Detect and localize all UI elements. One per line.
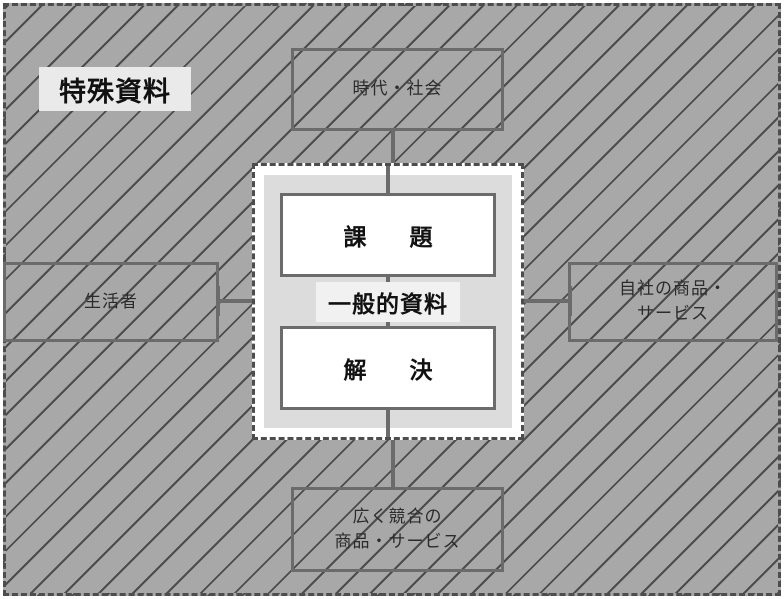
center-panel-label: 一般的資料: [316, 281, 460, 322]
node-consumer-label: 生活者: [84, 291, 138, 312]
node-solution: 解 決: [280, 326, 496, 410]
outer-region-title: 特殊資料: [39, 67, 191, 111]
node-own-products-services-label: 自社の商品・ サービス: [619, 277, 727, 326]
node-era-society-label: 時代・社会: [352, 79, 443, 100]
node-own-products-services-line2: サービス: [637, 304, 709, 324]
node-era-society: 時代・社会: [291, 48, 504, 131]
node-issue: 課 題: [280, 193, 496, 277]
node-own-products-services: 自社の商品・ サービス: [568, 262, 778, 342]
connector-left-horizontal: [216, 299, 266, 303]
connector-top-vertical: [391, 128, 395, 168]
center-general-materials-panel: 課 題 一般的資料 解 決: [252, 163, 524, 440]
center-panel-inner: 課 題 一般的資料 解 決: [264, 166, 512, 437]
connector-bottom-vertical: [391, 432, 395, 490]
node-competitor-products-services: 広く競合の 商品・サービス: [291, 487, 504, 572]
node-competitor-products-services-line2: 商品・サービス: [334, 531, 461, 552]
node-competitor-products-services-line1: 広く競合の: [352, 506, 443, 527]
connector-right-horizontal: [520, 299, 571, 303]
node-consumer: 生活者: [3, 262, 219, 342]
node-competitor-products-services-label: 広く競合の 商品・サービス: [335, 505, 461, 554]
node-own-products-services-line1: 自社の商品・: [619, 279, 727, 300]
